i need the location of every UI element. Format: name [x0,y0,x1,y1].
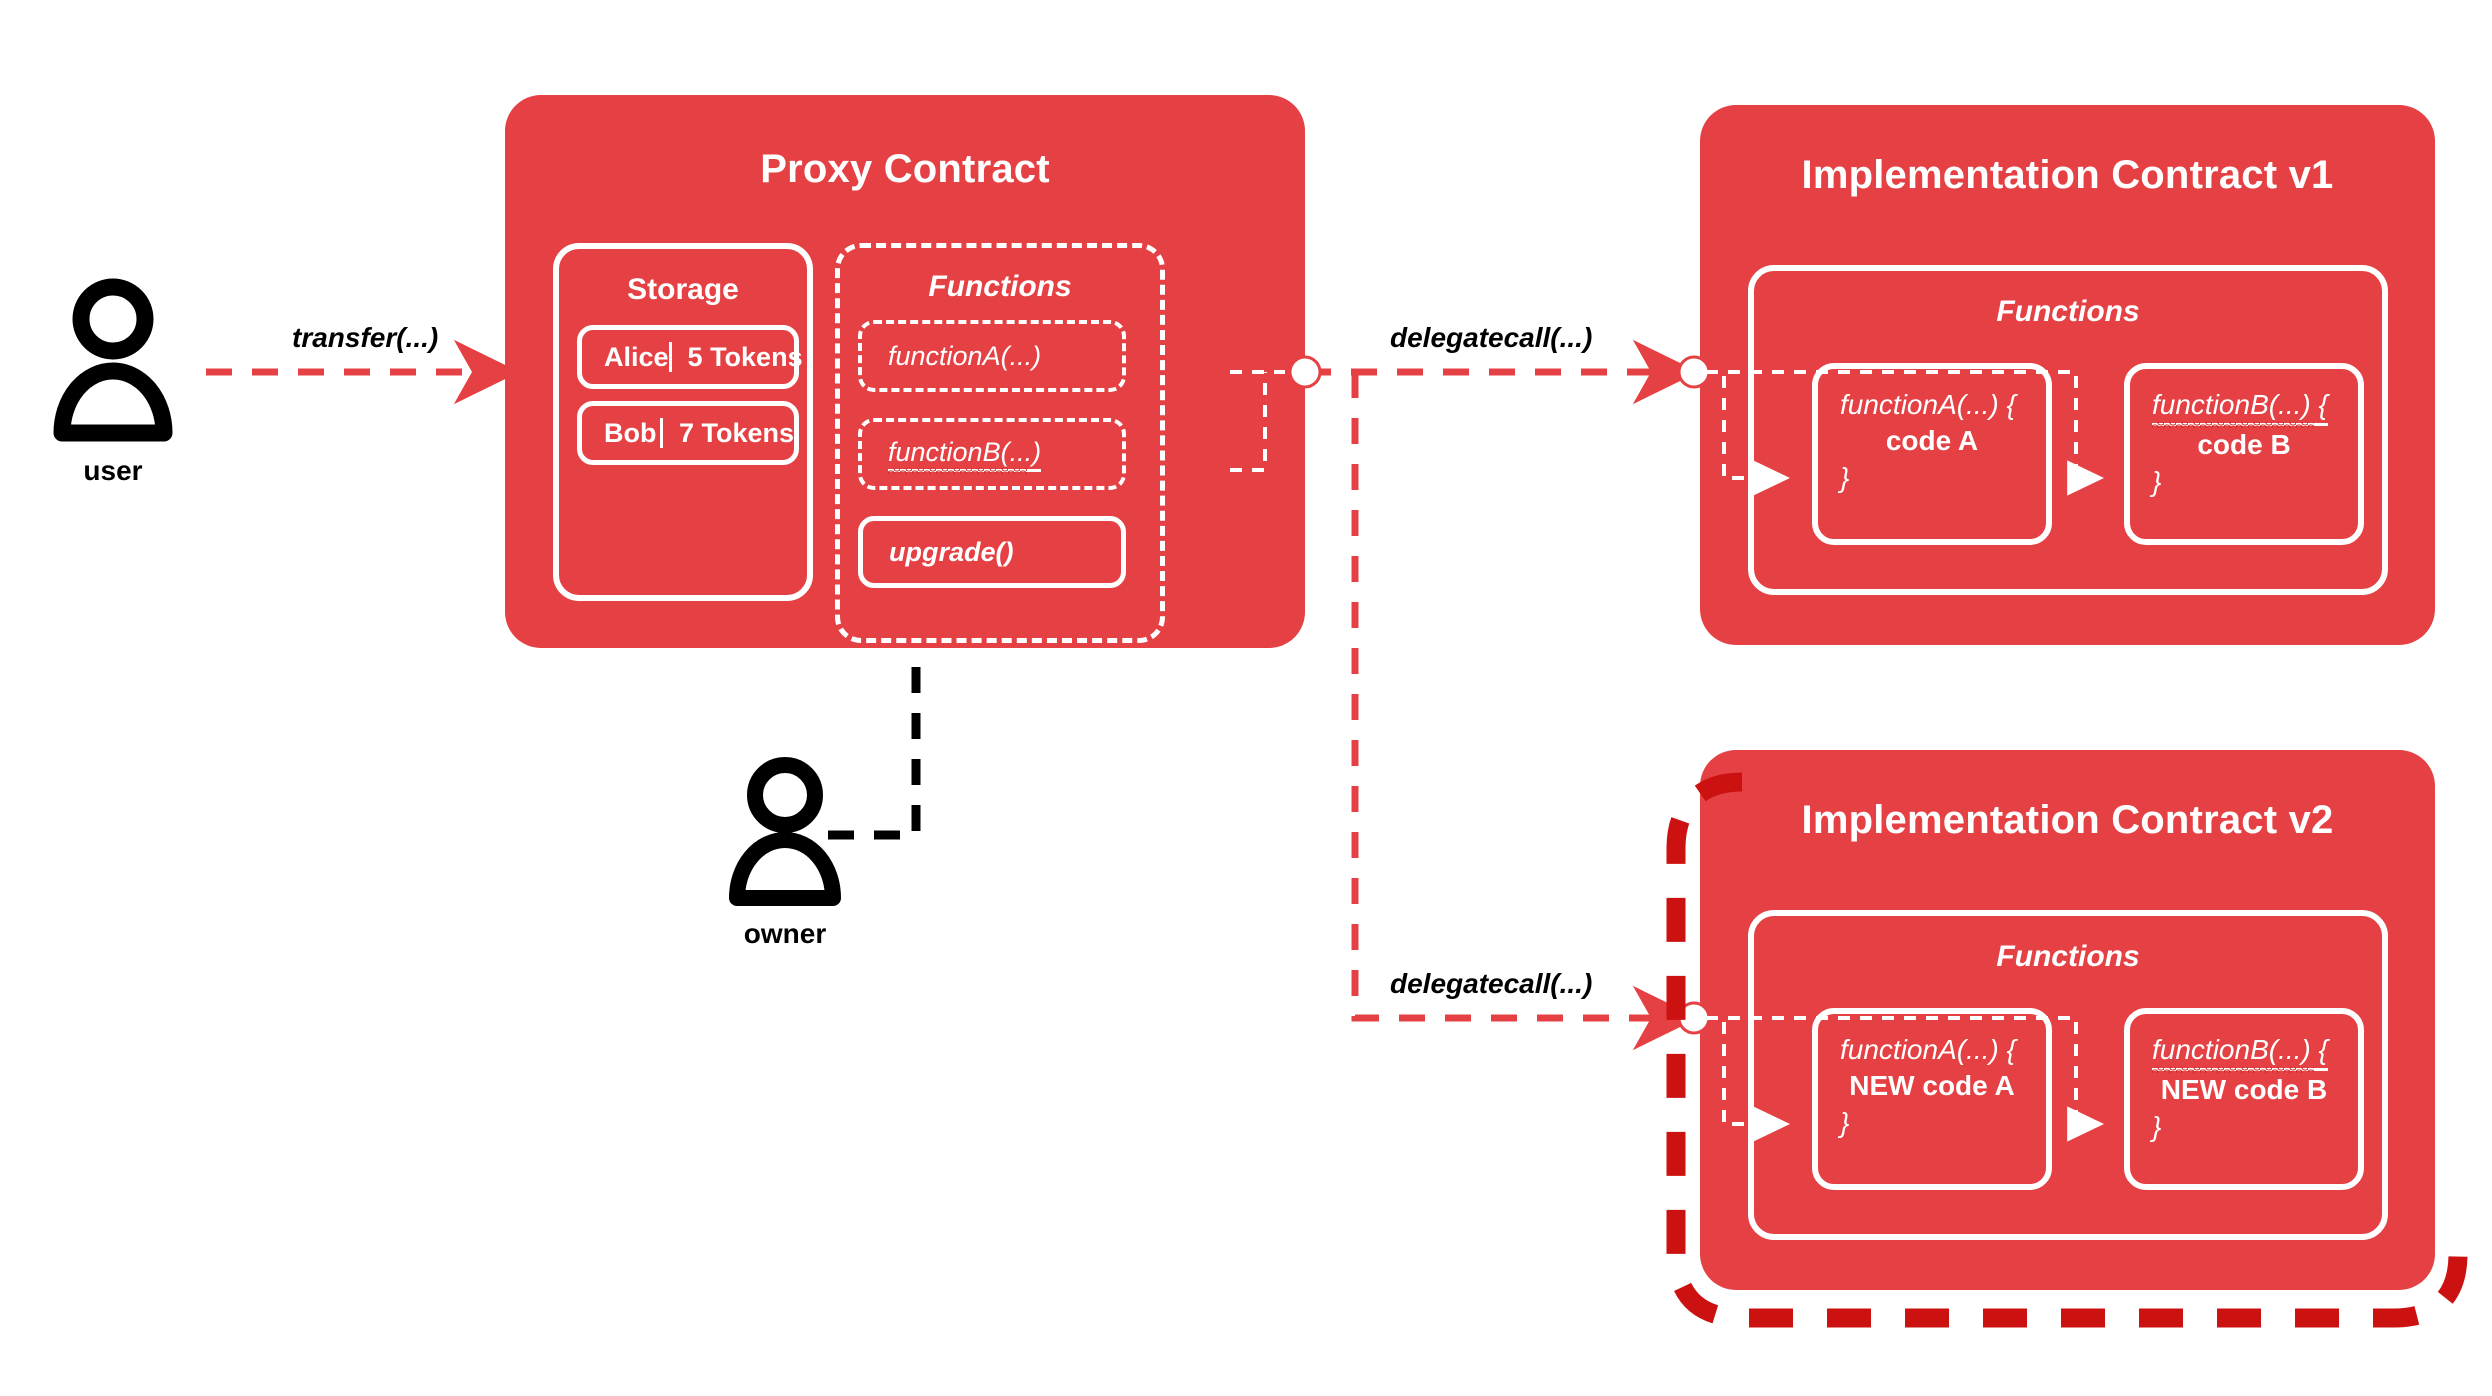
person-icon [53,278,173,442]
implementation-v1-functionA-body: code A [1885,425,1979,456]
proxy-function-upgrade[interactable]: upgrade() [858,516,1126,588]
implementation-v1-functionB-close: } [2152,465,2162,497]
actor-owner-label: owner [743,918,827,949]
proxy-contract-title: Proxy Contract [760,147,1050,191]
implementation-v1-functionB-codebox[interactable]: functionB(...) { code B } [2124,363,2364,545]
implementation-v1-functionB-signature: functionB(...) { [2152,387,2358,428]
storage-row-separator [668,342,672,372]
implementation-v1-functionA-close: } [1840,461,1850,493]
spellcheck-squiggle-icon: functionB(...) { [2152,387,2328,428]
implementation-v1-box[interactable]: Implementation Contract v1 Functions fun… [1700,105,2435,645]
edge-label-transfer: transfer(...) [292,322,439,353]
storage-row-alice-name: Alice [604,341,669,372]
actor-owner[interactable]: owner [690,755,880,950]
person-icon [729,757,841,906]
storage-row-alice-value: 5 Tokens [687,341,803,372]
spellcheck-squiggle-icon: functionB(...) [888,437,1042,474]
implementation-v1-functions-title: Functions [1996,295,2140,328]
implementation-v2-functionB-signature: functionB(...) { [2152,1032,2358,1073]
implementation-v1-functionA-signature: functionA(...) { [1840,389,2016,420]
implementation-v2-functionA-signature: functionA(...) { [1840,1034,2016,1065]
proxy-functions-title: Functions [928,270,1072,303]
implementation-v2-functionA-codebox[interactable]: functionA(...) { NEW code A } [1812,1008,2052,1190]
edge-label-delegatecall-v1: delegatecall(...) [1390,322,1593,353]
implementation-v2-functionA-body: NEW code A [1849,1070,2015,1101]
storage-row-bob: Bob 7 Tokens [577,401,799,465]
implementation-v2-functionB-close: } [2152,1110,2162,1142]
actor-user-label: user [83,455,143,486]
proxy-storage-panel: Storage Alice 5 Tokens Bob 7 Tokens [553,243,813,601]
storage-row-bob-value: 7 Tokens [678,417,794,448]
implementation-v2-title: Implementation Contract v2 [1801,798,2334,842]
implementation-v2-box[interactable]: Implementation Contract v2 Functions fun… [1700,750,2435,1290]
implementation-v2-functionB-codebox[interactable]: functionB(...) { NEW code B } [2124,1008,2364,1190]
storage-row-separator [659,418,663,448]
implementation-v1-functions-panel: Functions functionA(...) { code A } func… [1748,265,2388,595]
edge-delegatecall-v2 [1351,372,1699,1051]
proxy-function-functionB[interactable]: functionB(...) [858,418,1126,490]
proxy-storage-title: Storage [627,273,739,306]
implementation-v2-functions-panel: Functions functionA(...) { NEW code A } … [1748,910,2388,1240]
storage-row-alice: Alice 5 Tokens [577,325,803,389]
actor-user[interactable]: user [18,276,208,487]
implementation-v2-functions-title: Functions [1996,940,2140,973]
storage-row-bob-name: Bob [604,417,657,448]
spellcheck-squiggle-icon: functionB(...) { [2152,1032,2328,1073]
proxy-function-functionB-label: functionB(...) [862,437,1122,474]
implementation-v1-functionA-codebox[interactable]: functionA(...) { code A } [1812,363,2052,545]
proxy-functions-panel: Functions functionA(...) functionB(...) … [835,243,1165,643]
implementation-v2-functionB-body: NEW code B [2160,1074,2328,1105]
edge-label-delegatecall-v2: delegatecall(...) [1390,968,1593,999]
proxy-contract-box[interactable]: Proxy Contract Storage Alice 5 Tokens Bo… [505,95,1305,648]
proxy-function-upgrade-label: upgrade() [889,536,1014,567]
implementation-v1-functionB-body: code B [2197,429,2291,460]
proxy-function-functionA[interactable]: functionA(...) [858,320,1126,392]
implementation-v1-title: Implementation Contract v1 [1801,153,2334,197]
implementation-v2-functionA-close: } [1840,1106,1850,1138]
proxy-function-functionA-label: functionA(...) [888,340,1042,371]
